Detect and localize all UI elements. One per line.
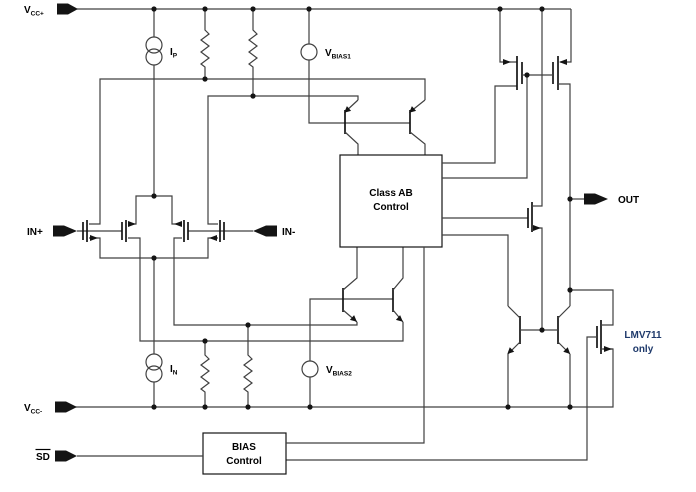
pmos-mirror-right: [552, 56, 571, 306]
class-ab-output-wires: [442, 75, 528, 306]
in-source-label: IN: [170, 364, 178, 377]
mosfet-arrow-icon: [604, 346, 612, 352]
npn-arrow-icon: [507, 347, 515, 355]
bias-label-line2: Control: [226, 456, 262, 467]
ip-label: IP: [170, 47, 178, 60]
pmos-input-inminus: [174, 220, 189, 242]
wire-to-npn-mirror-input: [442, 234, 509, 306]
vcc-plus-label: VCC+: [24, 5, 44, 18]
pmos-input-inplus: [121, 220, 136, 242]
wire-lower-left-sum: [128, 237, 404, 342]
bias-to-classab-wire: [286, 247, 425, 444]
pnp-arrow-icon: [344, 106, 352, 113]
input-stage: [77, 65, 253, 354]
class-ab-label-line2: Control: [373, 202, 409, 213]
in-minus-label: IN-: [282, 227, 295, 238]
terminal-arrow-icon: [55, 450, 77, 462]
svg-text:only: only: [633, 344, 654, 355]
resistor-r1: [200, 9, 210, 79]
terminal-arrow-icon: [584, 193, 608, 205]
wire-to-pmos-mirror-drain: [442, 85, 517, 164]
vcc-plus-terminal: VCC+: [24, 3, 78, 18]
in-plus-terminal: IN+: [27, 225, 77, 238]
class-ab-label-line1: Class AB: [369, 188, 413, 199]
lmv711-only-note: LMV711 only: [624, 330, 662, 355]
sd-terminal: SD: [35, 448, 77, 463]
driver-transistor: [527, 9, 543, 330]
current-source-ip: [145, 9, 163, 66]
junction-dots: [151, 6, 573, 410]
npn-mirror-left: [507, 305, 521, 407]
in-minus-terminal: IN-: [253, 225, 295, 238]
out-terminal: OUT: [584, 193, 639, 206]
voltage-source-vbias1: [300, 9, 410, 124]
npn-arrow-icon: [563, 347, 571, 355]
bias-label-line1: BIAS: [232, 442, 256, 453]
resistor-r2: [248, 9, 258, 96]
vbias1-label: VBIAS1: [325, 48, 351, 61]
shutdown-transistor: [286, 289, 614, 461]
lower-base-bias-wire: [309, 298, 393, 361]
nmos-input-inplus: [82, 220, 98, 242]
shutdown-gate-wire: [286, 336, 597, 461]
nmos-input-inminus: [209, 220, 225, 242]
pmos-arrow-icon: [128, 221, 136, 227]
in-plus-label: IN+: [27, 227, 43, 238]
pmos-arrow-icon: [559, 59, 567, 65]
mosfet-arrow-icon: [533, 225, 541, 231]
pmos-mirror-left: [499, 9, 523, 90]
nmos-pair-source-wire: [89, 237, 218, 259]
terminal-arrow-icon: [53, 225, 77, 237]
npn-cascode-left: [342, 247, 358, 323]
pnp-cascode-left: [344, 99, 359, 155]
vcc-plus-rail: [77, 8, 572, 63]
npn-mirror-right: [557, 305, 571, 407]
current-source-in: [145, 353, 163, 407]
pmos-arrow-icon: [503, 59, 511, 65]
svg-text:LMV711: LMV711: [624, 330, 662, 341]
output-high-side-wire: [558, 83, 571, 306]
pmos-arrow-icon: [174, 221, 182, 227]
upper-base-bias-wire: [308, 60, 410, 124]
vcc-minus-label: VCC-: [24, 403, 42, 416]
vcc-minus-rail: [75, 348, 614, 408]
terminal-arrow-icon: [253, 225, 277, 237]
npn-arrow-icon: [395, 315, 403, 322]
terminal-arrow-icon: [55, 401, 77, 413]
terminal-arrow-icon: [57, 3, 78, 15]
nmos-arrow-icon: [90, 235, 98, 241]
pnp-cascode-right: [409, 99, 426, 155]
nmos-arrow-icon: [209, 235, 217, 241]
wire-to-pmos-mirror-gates: [442, 75, 528, 179]
class-ab-control-block: Class AB Control: [339, 154, 443, 248]
voltage-source-vbias2: [301, 298, 393, 407]
resistor-r4: [243, 325, 253, 407]
npn-cascode-right: [392, 247, 404, 323]
bias-control-block: BIAS Control: [202, 432, 287, 475]
sd-label: SD: [36, 452, 50, 463]
wire-upper-left-sum: [89, 78, 426, 225]
shutdown-drain-wire: [570, 289, 614, 326]
out-label: OUT: [618, 195, 639, 206]
resistor-r3: [200, 341, 210, 407]
vbias2-label: VBIAS2: [326, 365, 352, 378]
vcc-minus-terminal: VCC-: [24, 401, 77, 416]
npn-arrow-icon: [349, 315, 357, 322]
pmos-pair-source-wire: [128, 195, 182, 225]
pnp-arrow-icon: [409, 106, 417, 113]
